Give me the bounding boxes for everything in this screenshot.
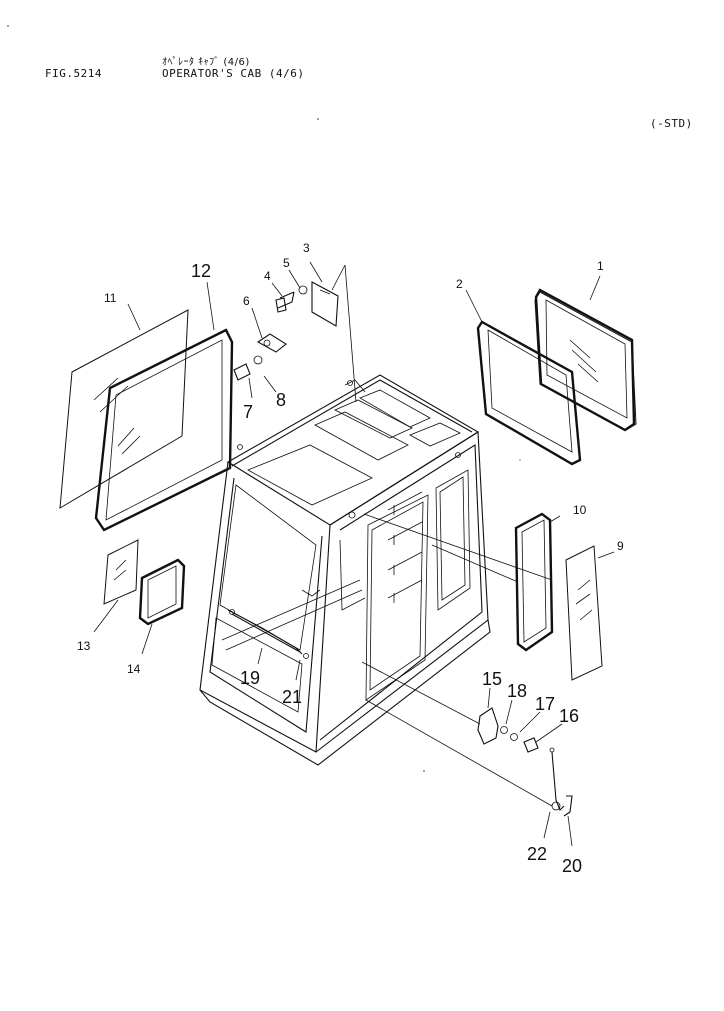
parts-15-18-side-fitting — [477, 707, 539, 753]
callout-18: 18 — [507, 681, 527, 701]
part-2-side-seal — [476, 320, 582, 466]
part-10-rear-seal — [514, 512, 554, 652]
callout-labels: 1 2 3 4 5 6 7 8 9 10 11 12 13 14 15 16 1… — [77, 241, 624, 876]
part-13-small-glass — [103, 539, 139, 605]
callout-5: 5 — [283, 256, 290, 270]
title-japanese: ｵﾍﾟﾚｰﾀ ｷｬﾌﾞ (4/6) — [162, 57, 250, 68]
callout-2: 2 — [456, 277, 463, 291]
title-english: OPERATOR'S CAB (4/6) — [162, 67, 305, 80]
callout-9: 9 — [617, 539, 624, 553]
callout-17: 17 — [535, 694, 555, 714]
callout-7: 7 — [243, 402, 253, 422]
part-14-small-seal — [138, 558, 186, 626]
parts-19-22-rod-hook — [227, 609, 573, 817]
part-1-side-glass — [534, 288, 637, 432]
callout-16: 16 — [559, 706, 579, 726]
part-12-glass-seal — [94, 328, 234, 532]
callout-19: 19 — [240, 668, 260, 688]
callout-12: 12 — [191, 261, 211, 281]
callout-1: 1 — [597, 259, 604, 273]
parts-3-8-bracket-hardware — [233, 281, 339, 381]
standard-note: (-STD) — [650, 117, 693, 130]
leader-lines — [93, 261, 615, 847]
callout-13: 13 — [77, 639, 91, 653]
callout-21: 21 — [282, 687, 302, 707]
part-11-front-glass — [59, 309, 189, 509]
callout-11: 11 — [104, 291, 117, 305]
callout-10: 10 — [573, 503, 587, 517]
callout-20: 20 — [562, 856, 582, 876]
figure-code: FIG.5214 — [45, 67, 102, 80]
callout-22: 22 — [527, 844, 547, 864]
cab-frame — [199, 374, 491, 766]
callout-8: 8 — [276, 390, 286, 410]
callout-6: 6 — [243, 294, 250, 308]
callout-15: 15 — [482, 669, 502, 689]
part-9-rear-glass — [565, 545, 603, 681]
callout-14: 14 — [127, 662, 141, 676]
callout-3: 3 — [303, 241, 310, 255]
scan-specks — [7, 25, 521, 772]
callout-4: 4 — [264, 269, 271, 283]
